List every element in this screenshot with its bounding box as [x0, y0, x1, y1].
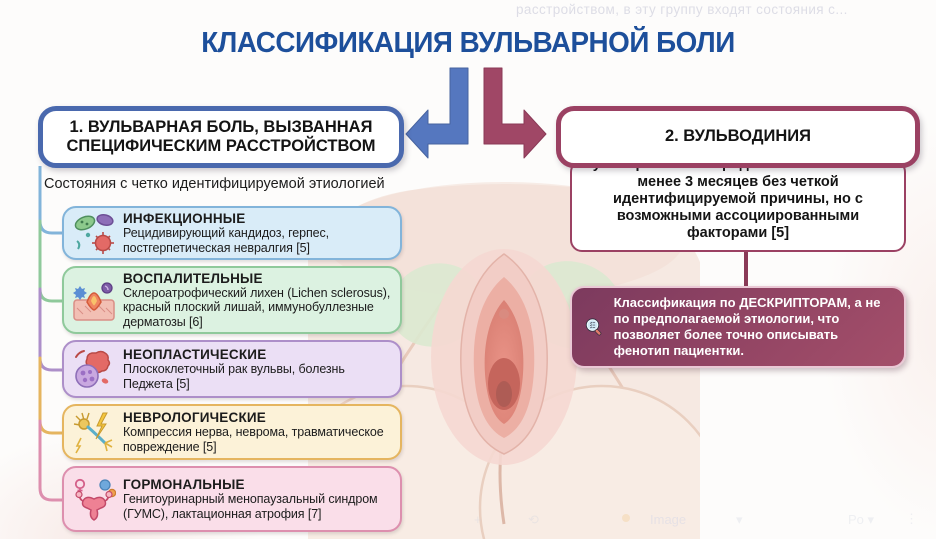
- category-card-neoplastic: НЕОПЛАСТИЧЕСКИЕ Плоскоклеточный рак вуль…: [62, 340, 402, 398]
- category-description: Склероатрофический лихен (Lichen scleros…: [123, 285, 391, 329]
- neuron-icon: [73, 412, 113, 454]
- descriptor-note-text: Классификация по ДЕСКРИПТОРАМ, а не по п…: [614, 295, 894, 358]
- branch2-title: 2. ВУЛЬВОДИНИЯ: [664, 127, 812, 146]
- skin-inflammation-icon: [73, 282, 115, 321]
- branch-arrows: [405, 67, 547, 159]
- left-arrow: [405, 67, 469, 159]
- category-card-inflammatory: ВОСПАЛИТЕЛЬНЫЕ Склероатрофический лихен …: [62, 266, 402, 334]
- category-name: НЕОПЛАСТИЧЕСКИЕ: [123, 346, 267, 362]
- descriptor-rest: а не по предполагаемой этиологии, что по…: [613, 295, 881, 358]
- vulvodynia-definition-box: Вульварная боль продолжительностью не ме…: [570, 156, 906, 252]
- right-arrow: [483, 67, 547, 159]
- branch1-title-box: 1. ВУЛЬВАРНАЯ БОЛЬ, ВЫЗВАННАЯ СПЕЦИФИЧЕС…: [38, 106, 404, 168]
- descriptor-connector-line: [744, 250, 748, 288]
- descriptor-bold: ДЕСКРИПТОРАМ,: [739, 295, 851, 311]
- page-title: КЛАССИФИКАЦИЯ ВУЛЬВАРНОЙ БОЛИ: [201, 27, 735, 59]
- ghost-menu-icon: ⋮: [905, 511, 918, 526]
- ghost-dot-icon: [622, 514, 630, 522]
- ghost-image-button[interactable]: Image: [650, 512, 687, 527]
- category-bracket: [38, 166, 64, 502]
- branch1-subtitle: Состояния с четко идентифицируемой этиол…: [44, 176, 385, 192]
- category-name: НЕВРОЛОГИЧЕСКИЕ: [123, 409, 267, 425]
- category-description: Компрессия нерва, неврома, травматическо…: [123, 424, 384, 454]
- vulva-anatomy-illustration: [308, 182, 700, 539]
- ghost-undo-icon: ⟲: [528, 512, 539, 527]
- ghost-position-label: Po ▾: [848, 512, 875, 527]
- branch1-title: 1. ВУЛЬВАРНАЯ БОЛЬ, ВЫЗВАННАЯ СПЕЦИФИЧЕС…: [66, 117, 376, 155]
- microbes-icon: [74, 214, 114, 254]
- ghost-caret-icon: ▾: [736, 512, 743, 527]
- magnifier-checklist-icon: [585, 318, 602, 336]
- faded-toolbar: + ⟲ Image ▾ Po ▾ ⋮: [0, 508, 936, 534]
- faded-watermark-text: расстройством, в эту группу входят состо…: [516, 2, 848, 17]
- category-name: ВОСПАЛИТЕЛЬНЫЕ: [123, 270, 263, 286]
- tumor-cells-icon: [75, 350, 111, 388]
- category-name: ИНФЕКЦИОННЫЕ: [123, 210, 246, 226]
- category-card-neurological: НЕВРОЛОГИЧЕСКИЕ Компрессия нерва, невром…: [62, 404, 402, 460]
- ghost-plus-icon: +: [474, 512, 482, 527]
- branch2-title-box: 2. ВУЛЬВОДИНИЯ: [556, 106, 920, 168]
- category-description: Рецидивирующий кандидоз, герпес, постгер…: [123, 225, 330, 255]
- category-name: ГОРМОНАЛЬНЫЕ: [123, 476, 245, 492]
- category-card-infectious: ИНФЕКЦИОННЫЕ Рецидивирующий кандидоз, ге…: [62, 206, 402, 260]
- vulvodynia-definition: Вульварная боль продолжительностью не ме…: [582, 156, 893, 241]
- category-description: Плоскоклеточный рак вульвы, болезнь Педж…: [123, 361, 345, 391]
- descriptor-prefix: Классификация по: [613, 295, 740, 311]
- descriptor-note-box: Классификация по ДЕСКРИПТОРАМ, а не по п…: [570, 286, 906, 368]
